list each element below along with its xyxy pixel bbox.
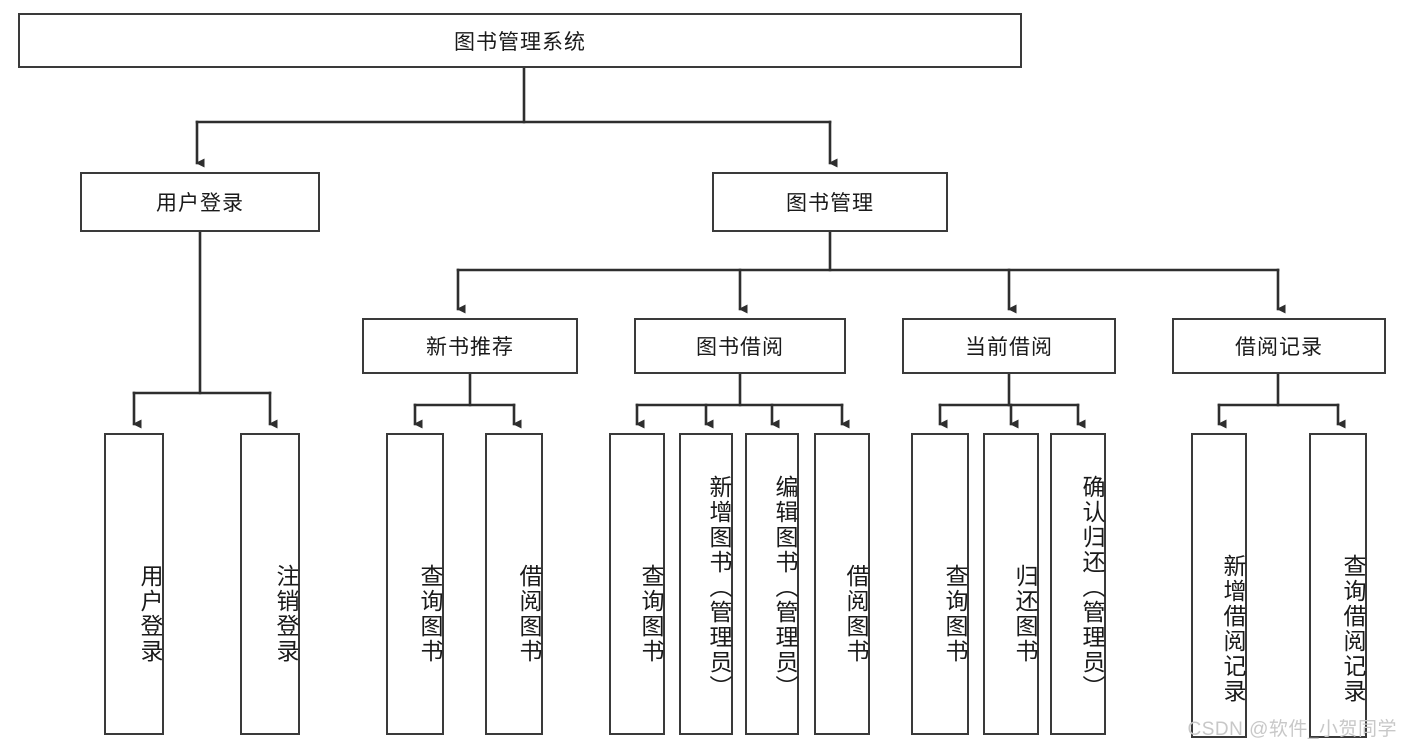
node-book-borrow[interactable]: 图书借阅: [634, 318, 846, 374]
node-leaf-return-book[interactable]: 归还图书: [983, 433, 1039, 735]
node-user-login-label: 用户登录: [156, 192, 244, 215]
node-new-book-recommend-label: 新书推荐: [426, 336, 514, 359]
watermark: CSDN @软件_小贺同学: [1187, 719, 1397, 740]
node-borrow-record-label: 借阅记录: [1235, 336, 1323, 359]
node-leaf-add-book-label: 新增图书（管理员）: [706, 474, 732, 700]
node-leaf-query-book-2[interactable]: 查询图书: [609, 433, 665, 735]
node-leaf-confirm-return-label: 确认归还（管理员）: [1079, 474, 1105, 700]
node-leaf-add-book[interactable]: 新增图书（管理员）: [679, 433, 733, 735]
node-leaf-query-book-1-label: 查询图书: [417, 564, 443, 664]
node-leaf-borrow-book-1[interactable]: 借阅图书: [485, 433, 543, 735]
node-leaf-query-book-1[interactable]: 查询图书: [386, 433, 444, 735]
node-leaf-add-record[interactable]: 新增借阅记录: [1191, 433, 1247, 738]
node-leaf-query-record[interactable]: 查询借阅记录: [1309, 433, 1367, 738]
node-book-manage-label: 图书管理: [786, 192, 874, 215]
node-leaf-return-book-label: 归还图书: [1012, 564, 1038, 664]
node-leaf-edit-book[interactable]: 编辑图书（管理员）: [745, 433, 799, 735]
node-leaf-logout-label: 注销登录: [273, 564, 299, 664]
node-leaf-query-book-3[interactable]: 查询图书: [911, 433, 969, 735]
node-borrow-record[interactable]: 借阅记录: [1172, 318, 1386, 374]
node-leaf-user-login[interactable]: 用户登录: [104, 433, 164, 735]
node-leaf-query-book-2-label: 查询图书: [638, 564, 664, 664]
node-leaf-borrow-book-2-label: 借阅图书: [843, 564, 869, 664]
node-user-login[interactable]: 用户登录: [80, 172, 320, 232]
node-leaf-query-record-label: 查询借阅记录: [1340, 553, 1366, 704]
node-leaf-query-book-3-label: 查询图书: [942, 564, 968, 664]
node-root-label: 图书管理系统: [454, 30, 586, 54]
node-leaf-edit-book-label: 编辑图书（管理员）: [772, 474, 798, 700]
node-book-manage[interactable]: 图书管理: [712, 172, 948, 232]
node-leaf-borrow-book-1-label: 借阅图书: [516, 564, 542, 664]
node-leaf-borrow-book-2[interactable]: 借阅图书: [814, 433, 870, 735]
node-current-borrow-label: 当前借阅: [965, 336, 1053, 359]
node-book-borrow-label: 图书借阅: [696, 336, 784, 359]
node-root[interactable]: 图书管理系统: [18, 13, 1022, 68]
node-leaf-logout[interactable]: 注销登录: [240, 433, 300, 735]
node-current-borrow[interactable]: 当前借阅: [902, 318, 1116, 374]
node-leaf-confirm-return[interactable]: 确认归还（管理员）: [1050, 433, 1106, 735]
node-leaf-user-login-label: 用户登录: [137, 564, 163, 664]
node-leaf-add-record-label: 新增借阅记录: [1220, 553, 1246, 704]
node-new-book-recommend[interactable]: 新书推荐: [362, 318, 578, 374]
